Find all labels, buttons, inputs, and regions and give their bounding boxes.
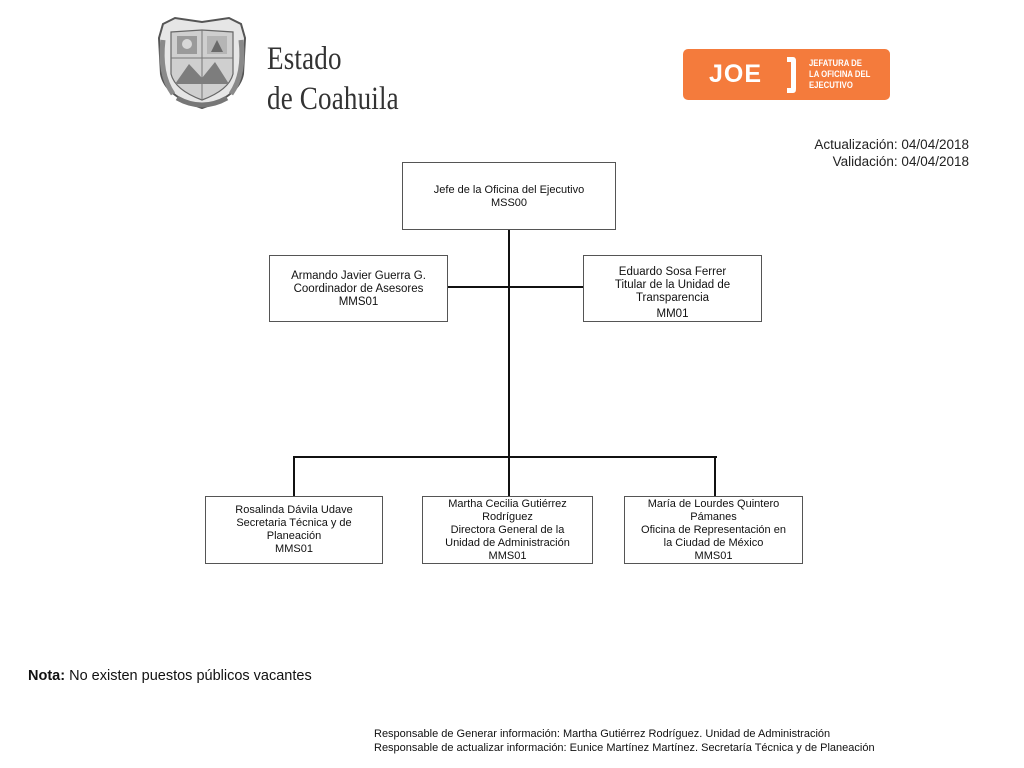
joe-logo-subtitle-1: JEFATURA DE <box>809 58 862 68</box>
joe-logo-subtitle-2: LA OFICINA DEL <box>809 69 871 79</box>
org-box-line: Directora General de la <box>450 524 565 536</box>
org-box-technical-secretary: Rosalinda Dávila Udave Secretaria Técnic… <box>205 496 383 564</box>
state-name-line1: Estado <box>267 41 342 77</box>
org-box-line: Rosalinda Dávila Udave <box>235 504 353 516</box>
connector-drop-center <box>508 456 510 496</box>
org-box-advisor-coordinator: Armando Javier Guerra G. Coordinador de … <box>269 255 448 322</box>
footer-responsible-generate: Responsable de Generar información: Mart… <box>374 728 831 740</box>
org-box-line: la Ciudad de México <box>663 537 764 549</box>
org-box-line: Martha Cecilia Gutiérrez <box>448 498 567 510</box>
org-box-line: Oficina de Representación en <box>641 524 786 536</box>
bracket-icon <box>787 57 796 93</box>
validation-date: Validación: 04/04/2018 <box>832 154 969 169</box>
org-box-advisor-transparency: Eduardo Sosa Ferrer Titular de la Unidad… <box>583 255 762 322</box>
connector-advisors-bar <box>447 286 584 288</box>
coahuila-coat-of-arms-icon <box>157 16 247 110</box>
org-box-root-line: Jefe de la Oficina del Ejecutivo <box>433 184 585 196</box>
org-box-line: Pámanes <box>690 511 737 523</box>
org-box-mexico-city-office: María de Lourdes Quintero Pámanes Oficin… <box>624 496 803 564</box>
connector-drop-right <box>714 456 716 496</box>
org-box-line: MMS01 <box>338 296 379 308</box>
org-box-line: Titular de la Unidad de <box>614 279 731 291</box>
org-box-administration-director: Martha Cecilia Gutiérrez Rodríguez Direc… <box>422 496 593 564</box>
org-box-line: Rodríguez <box>482 511 533 523</box>
vacancy-note-text: No existen puestos públicos vacantes <box>65 668 312 684</box>
org-box-line: MMS01 <box>275 543 313 555</box>
org-box-line: Secretaria Técnica y de <box>236 517 352 529</box>
org-box-line: MMS01 <box>694 550 733 562</box>
org-box-line: Eduardo Sosa Ferrer <box>618 266 727 278</box>
connector-drop-left <box>293 456 295 496</box>
org-box-line: MM01 <box>656 308 689 320</box>
org-box-root-line: MSS00 <box>490 197 528 209</box>
org-box-line: Transparencia <box>635 292 710 304</box>
org-box-root: Jefe de la Oficina del Ejecutivo MSS00 <box>402 162 616 230</box>
vacancy-note-label: Nota: <box>28 668 66 684</box>
joe-logo: JOE JEFATURA DE LA OFICINA DEL EJECUTIVO <box>683 49 890 100</box>
state-name-line2: de Coahuila <box>267 81 399 117</box>
org-box-line: Planeación <box>266 530 322 542</box>
org-box-line: Unidad de Administración <box>445 537 570 549</box>
footer-responsible-update: Responsable de actualizar información: E… <box>374 742 875 754</box>
org-box-line: MMS01 <box>488 550 527 562</box>
vacancy-note: Nota: No existen puestos públicos vacant… <box>28 668 312 684</box>
update-date: Actualización: 04/04/2018 <box>814 137 969 152</box>
joe-logo-word: JOE <box>709 60 763 88</box>
org-box-line: Armando Javier Guerra G. <box>291 270 426 282</box>
org-box-line: Coordinador de Asesores <box>293 283 424 295</box>
joe-logo-subtitle-3: EJECUTIVO <box>809 80 853 90</box>
org-box-line: María de Lourdes Quintero <box>647 498 780 510</box>
connector-root-trunk <box>508 229 510 457</box>
connector-subordinates-bar <box>293 456 717 458</box>
